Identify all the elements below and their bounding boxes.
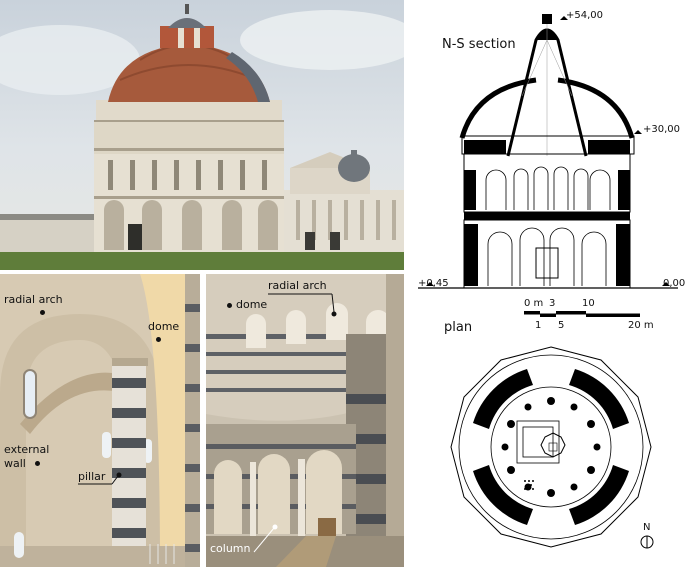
label-radial-arch: radial arch	[4, 293, 63, 306]
exterior-photo-illustration	[0, 4, 404, 270]
section-drawing	[418, 14, 678, 317]
architectural-drawings: N-S section +54,00 +30,00 +0,45 0,00	[404, 0, 685, 567]
elevation-mid: +30,00	[643, 124, 681, 135]
scale-label-3: 3	[549, 298, 556, 309]
plan-drawing	[450, 346, 654, 549]
marker-dome	[156, 337, 161, 342]
exterior-photo	[0, 0, 404, 270]
scale-label-1: 1	[535, 320, 542, 331]
scale-label-20m: 20 m	[628, 320, 654, 331]
label-external-wall-line2: wall	[4, 457, 26, 470]
marker-dome	[227, 303, 232, 308]
label-external-wall-line1: external	[4, 443, 50, 456]
interior-hall-illustration	[206, 274, 404, 567]
elevation-top: +54,00	[566, 10, 604, 21]
scale-label-0m: 0 m	[524, 298, 544, 309]
label-pillar: pillar	[78, 470, 106, 483]
interior-photo-central-hall: radial arch dome column	[206, 274, 404, 567]
interior-photo-ambulatory: radial arch dome external wall pillar	[0, 274, 200, 567]
interior-ambulatory-illustration	[0, 274, 200, 567]
plan-title: plan	[444, 320, 473, 335]
north-label: N	[643, 522, 651, 533]
scale-label-10: 10	[582, 298, 595, 309]
label-dome: dome	[236, 298, 268, 311]
label-radial-arch: radial arch	[268, 279, 327, 292]
elevation-right-ground: 0,00	[663, 278, 685, 289]
marker-external-wall	[35, 461, 40, 466]
label-dome: dome	[148, 320, 180, 333]
elevation-left-ground: +0,45	[418, 278, 449, 289]
scale-label-5: 5	[558, 320, 565, 331]
marker-radial-arch	[40, 310, 45, 315]
label-column: column	[210, 542, 251, 555]
section-title: N-S section	[442, 37, 516, 52]
